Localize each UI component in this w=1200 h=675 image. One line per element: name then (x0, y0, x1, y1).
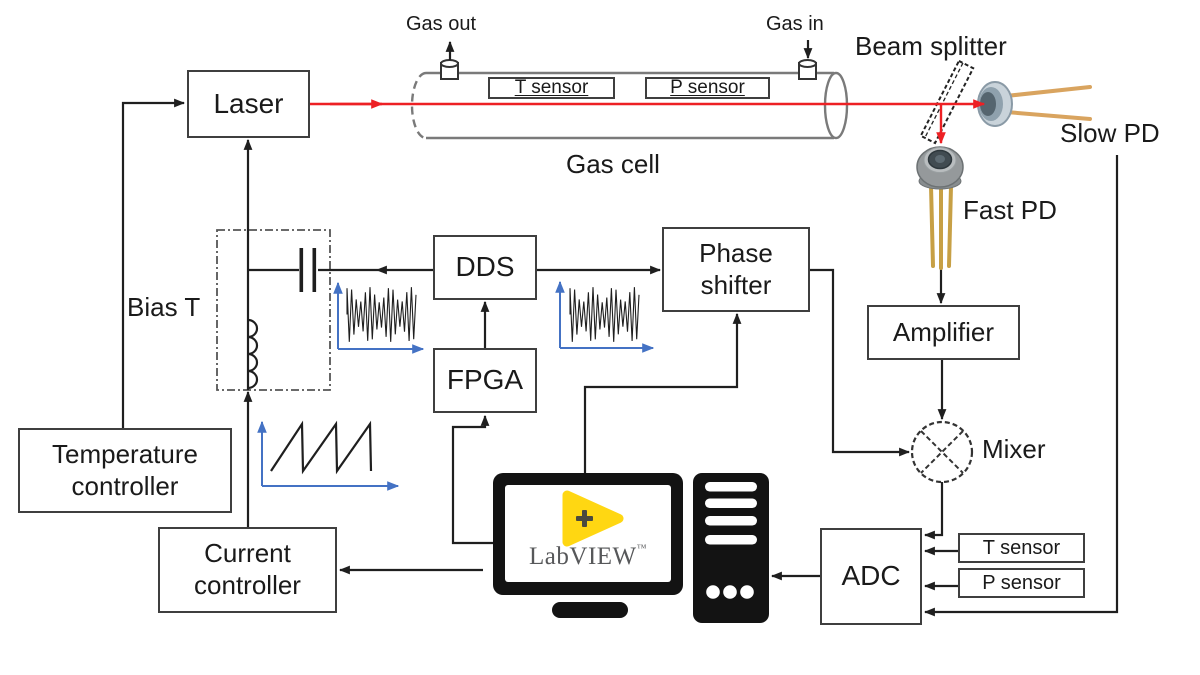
slow-pd-text: Slow PD (1060, 118, 1160, 148)
laser-box: Laser (187, 70, 310, 138)
temperature-controller-label: Temperature controller (52, 438, 198, 501)
labview-logo (562, 490, 624, 547)
p-sensor-input-label: P sensor (982, 571, 1061, 594)
beam-splitter-text: Beam splitter (855, 31, 1007, 61)
slow-pd-icon (977, 81, 1092, 127)
inductor-icon (247, 318, 259, 390)
line-mixer-to-adc (923, 482, 944, 540)
mixer-label: Mixer (982, 434, 1046, 465)
fast-pd-label: Fast PD (963, 195, 1057, 226)
t-sensor-input-label: T sensor (982, 536, 1061, 559)
t-sensor-cell-label: T sensor (514, 77, 589, 99)
labview-tm: ™ (636, 543, 647, 554)
gas-cell-label: Gas cell (566, 149, 660, 180)
fast-pd-icon (916, 146, 964, 270)
computer-tower-icon (693, 473, 769, 623)
labview-text: LabVIEW (529, 543, 637, 570)
bias-t-label: Bias T (127, 292, 200, 323)
p-sensor-cell-box: P sensor (645, 77, 770, 99)
adc-label: ADC (841, 560, 901, 592)
line-pc-to-fpga (451, 414, 496, 545)
line-pc-to-phaseshifter (583, 312, 742, 474)
gas-out-text: Gas out (406, 13, 477, 35)
amplifier-box: Amplifier (867, 305, 1020, 360)
current-controller-label: Current controller (194, 538, 301, 600)
fpga-label: FPGA (446, 364, 524, 396)
capacitor-icon (299, 248, 317, 292)
t-sensor-cell-box: T sensor (488, 77, 615, 99)
amplifier-label: Amplifier (892, 316, 995, 347)
fpga-box: FPGA (433, 348, 537, 413)
adc-box: ADC (820, 528, 922, 625)
labview-wordmark: LabVIEW™ (508, 543, 668, 571)
p-sensor-cell-label: P sensor (670, 77, 745, 99)
phase-shifter-box: Phase shifter (662, 227, 810, 312)
mixer-icon (910, 420, 974, 484)
beam-splitter-icon (919, 59, 975, 145)
slow-pd-label: Slow PD (1060, 118, 1160, 149)
line-phaseshifter-to-mixer (810, 268, 911, 457)
gas-out-label: Gas out (406, 13, 476, 36)
sawtooth-waveform (270, 420, 373, 475)
p-sensor-input-box: P sensor (958, 568, 1085, 598)
gas-in-text: Gas in (766, 13, 824, 35)
sine-waveform-2 (569, 287, 640, 342)
line-slowpd-to-adc (923, 155, 1119, 617)
line-tempctrl-to-laser (121, 98, 186, 428)
bias-t-enclosure (216, 229, 331, 391)
gas-in-label: Gas in (766, 13, 824, 36)
mixer-text: Mixer (982, 434, 1046, 464)
fast-pd-text: Fast PD (963, 195, 1057, 225)
connector-lines (121, 40, 1119, 617)
dds-box: DDS (433, 235, 537, 300)
laser-beam (310, 99, 986, 145)
sine-waveform-1 (346, 287, 417, 342)
gas-in-port-icon (798, 59, 817, 80)
gas-out-port-icon (440, 59, 459, 80)
temperature-controller-box: Temperature controller (18, 428, 232, 513)
phase-shifter-label: Phase shifter (699, 237, 773, 300)
dds-label: DDS (455, 251, 515, 283)
gas-cell-icon (410, 71, 849, 140)
laser-label: Laser (213, 87, 284, 119)
beam-splitter-label: Beam splitter (855, 31, 1007, 62)
t-sensor-input-box: T sensor (958, 533, 1085, 563)
gas-cell-text: Gas cell (566, 149, 660, 179)
current-controller-box: Current controller (158, 527, 337, 613)
bias-t-text: Bias T (127, 292, 201, 322)
waveform-axes (257, 280, 655, 491)
